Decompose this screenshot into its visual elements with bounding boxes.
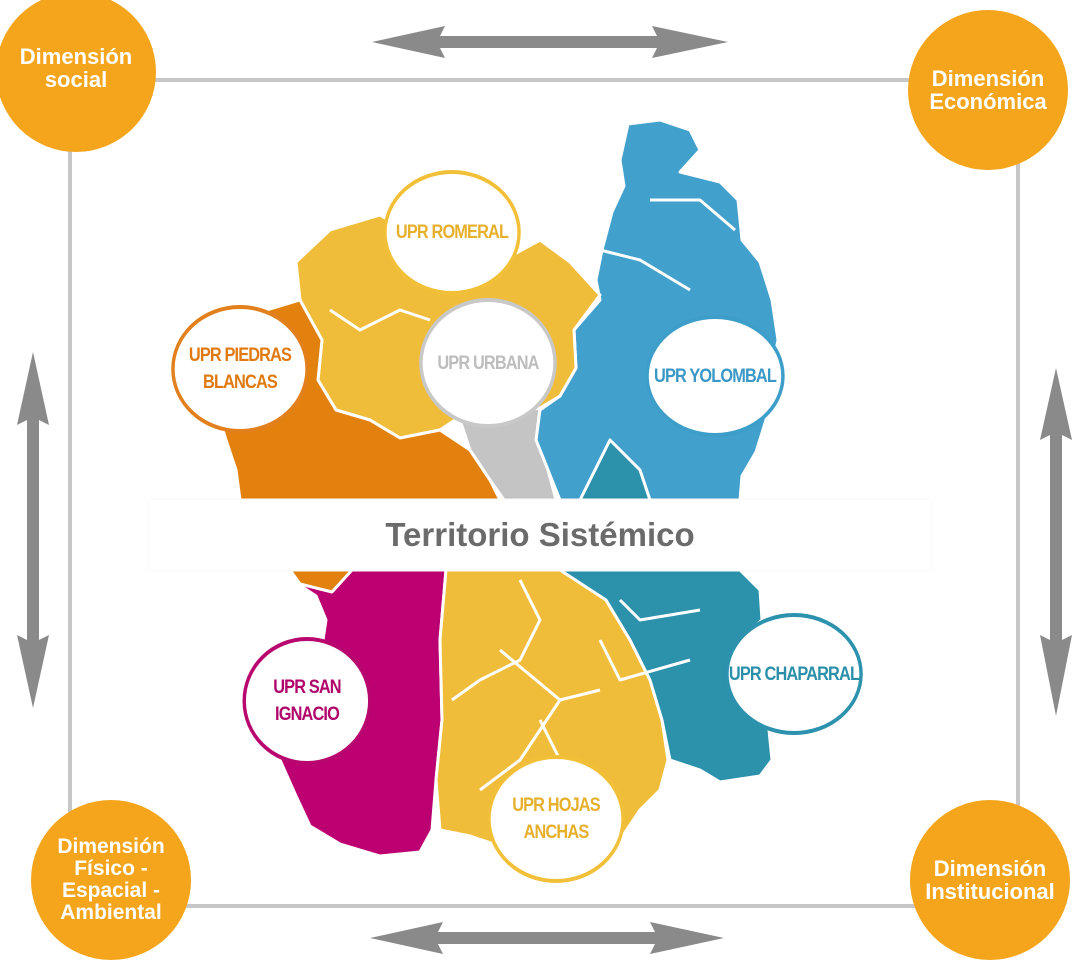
upr-hojas-anchas-label: UPR HOJAS ANCHAS bbox=[487, 755, 625, 883]
bottom-double-arrow bbox=[370, 922, 724, 954]
upr-san-ignacio-label: UPR SAN IGNACIO bbox=[242, 637, 372, 765]
right-double-arrow bbox=[1040, 368, 1072, 716]
title-band: Territorio Sistémico bbox=[150, 500, 930, 570]
upr-urbana-label: UPR URBANA bbox=[419, 298, 557, 428]
upr-chaparral-label: UPR CHAPARRAL bbox=[725, 613, 863, 735]
dimension-economica: Dimensión Económica bbox=[908, 10, 1068, 170]
upr-yolombal-label: UPR YOLOMBAL bbox=[645, 315, 785, 437]
diagram-title: Territorio Sistémico bbox=[385, 516, 695, 553]
upr-piedras-blancas-label: UPR PIEDRAS BLANCAS bbox=[171, 305, 309, 433]
dimension-frame bbox=[68, 78, 1020, 908]
upr-romeral-label: UPR ROMERAL bbox=[383, 170, 521, 295]
dimension-fisico-espacial-ambiental: Dimensión Físico - Espacial - Ambiental bbox=[31, 800, 191, 960]
dimension-institucional: Dimensión Institucional bbox=[910, 800, 1070, 960]
left-double-arrow bbox=[17, 352, 49, 708]
dimension-social: Dimensión social bbox=[0, 0, 156, 152]
region-piedras-lower bbox=[288, 568, 354, 594]
top-double-arrow bbox=[372, 26, 728, 58]
